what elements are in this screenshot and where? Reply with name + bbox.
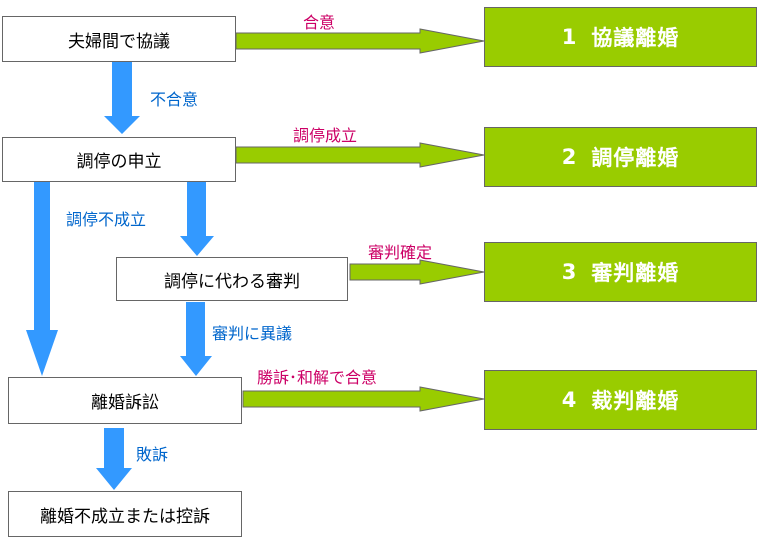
arrow-chotei-to-sosho: [26, 182, 58, 376]
label-fugooi: 不合意: [150, 90, 199, 109]
label-shinpan-igi: 審判に異議: [212, 324, 293, 343]
step-sosho: 離婚訴訟: [8, 377, 242, 424]
label-chotei-fuseiritsu: 調停不成立: [66, 210, 147, 229]
result-number: 1: [561, 25, 578, 49]
result-label: 調停離婚: [591, 146, 680, 170]
result-number: 3: [561, 260, 578, 284]
arrow-chotei-to-result-2: [235, 142, 485, 168]
label-gooi: 合意: [303, 13, 336, 32]
label-shoso-wakai: 勝訴･和解で合意: [257, 368, 378, 387]
result-3: 3 審判離婚: [484, 242, 757, 302]
arrow-shinpan-to-sosho: [180, 302, 212, 376]
result-label: 裁判離婚: [591, 389, 680, 413]
step-end: 離婚不成立または控訴: [8, 491, 242, 537]
arrow-sosho-to-end: [96, 428, 132, 490]
step-chotei: 調停の申立: [2, 137, 236, 182]
result-1: 1 協議離婚: [484, 7, 757, 67]
label-shinpan-kakutei: 審判確定: [368, 243, 433, 262]
arrow-sosho-to-result-4: [242, 386, 485, 412]
result-number: 4: [561, 388, 578, 412]
arrow-kyogi-to-result-1: [235, 28, 485, 54]
arrow-shinpan-to-result-3: [349, 259, 485, 285]
label-chotei-seiritsu: 調停成立: [293, 126, 358, 145]
arrow-chotei-to-shinpan: [180, 182, 214, 256]
result-label: 審判離婚: [591, 261, 680, 285]
result-4: 4 裁判離婚: [484, 370, 757, 430]
result-2: 2 調停離婚: [484, 127, 757, 187]
label-haiso: 敗訴: [136, 445, 169, 464]
arrow-kyogi-to-chotei: [104, 62, 140, 134]
result-label: 協議離婚: [591, 26, 680, 50]
step-kyogi: 夫婦間で協議: [2, 16, 236, 62]
result-number: 2: [561, 145, 578, 169]
step-shinpan: 調停に代わる審判: [116, 257, 348, 301]
